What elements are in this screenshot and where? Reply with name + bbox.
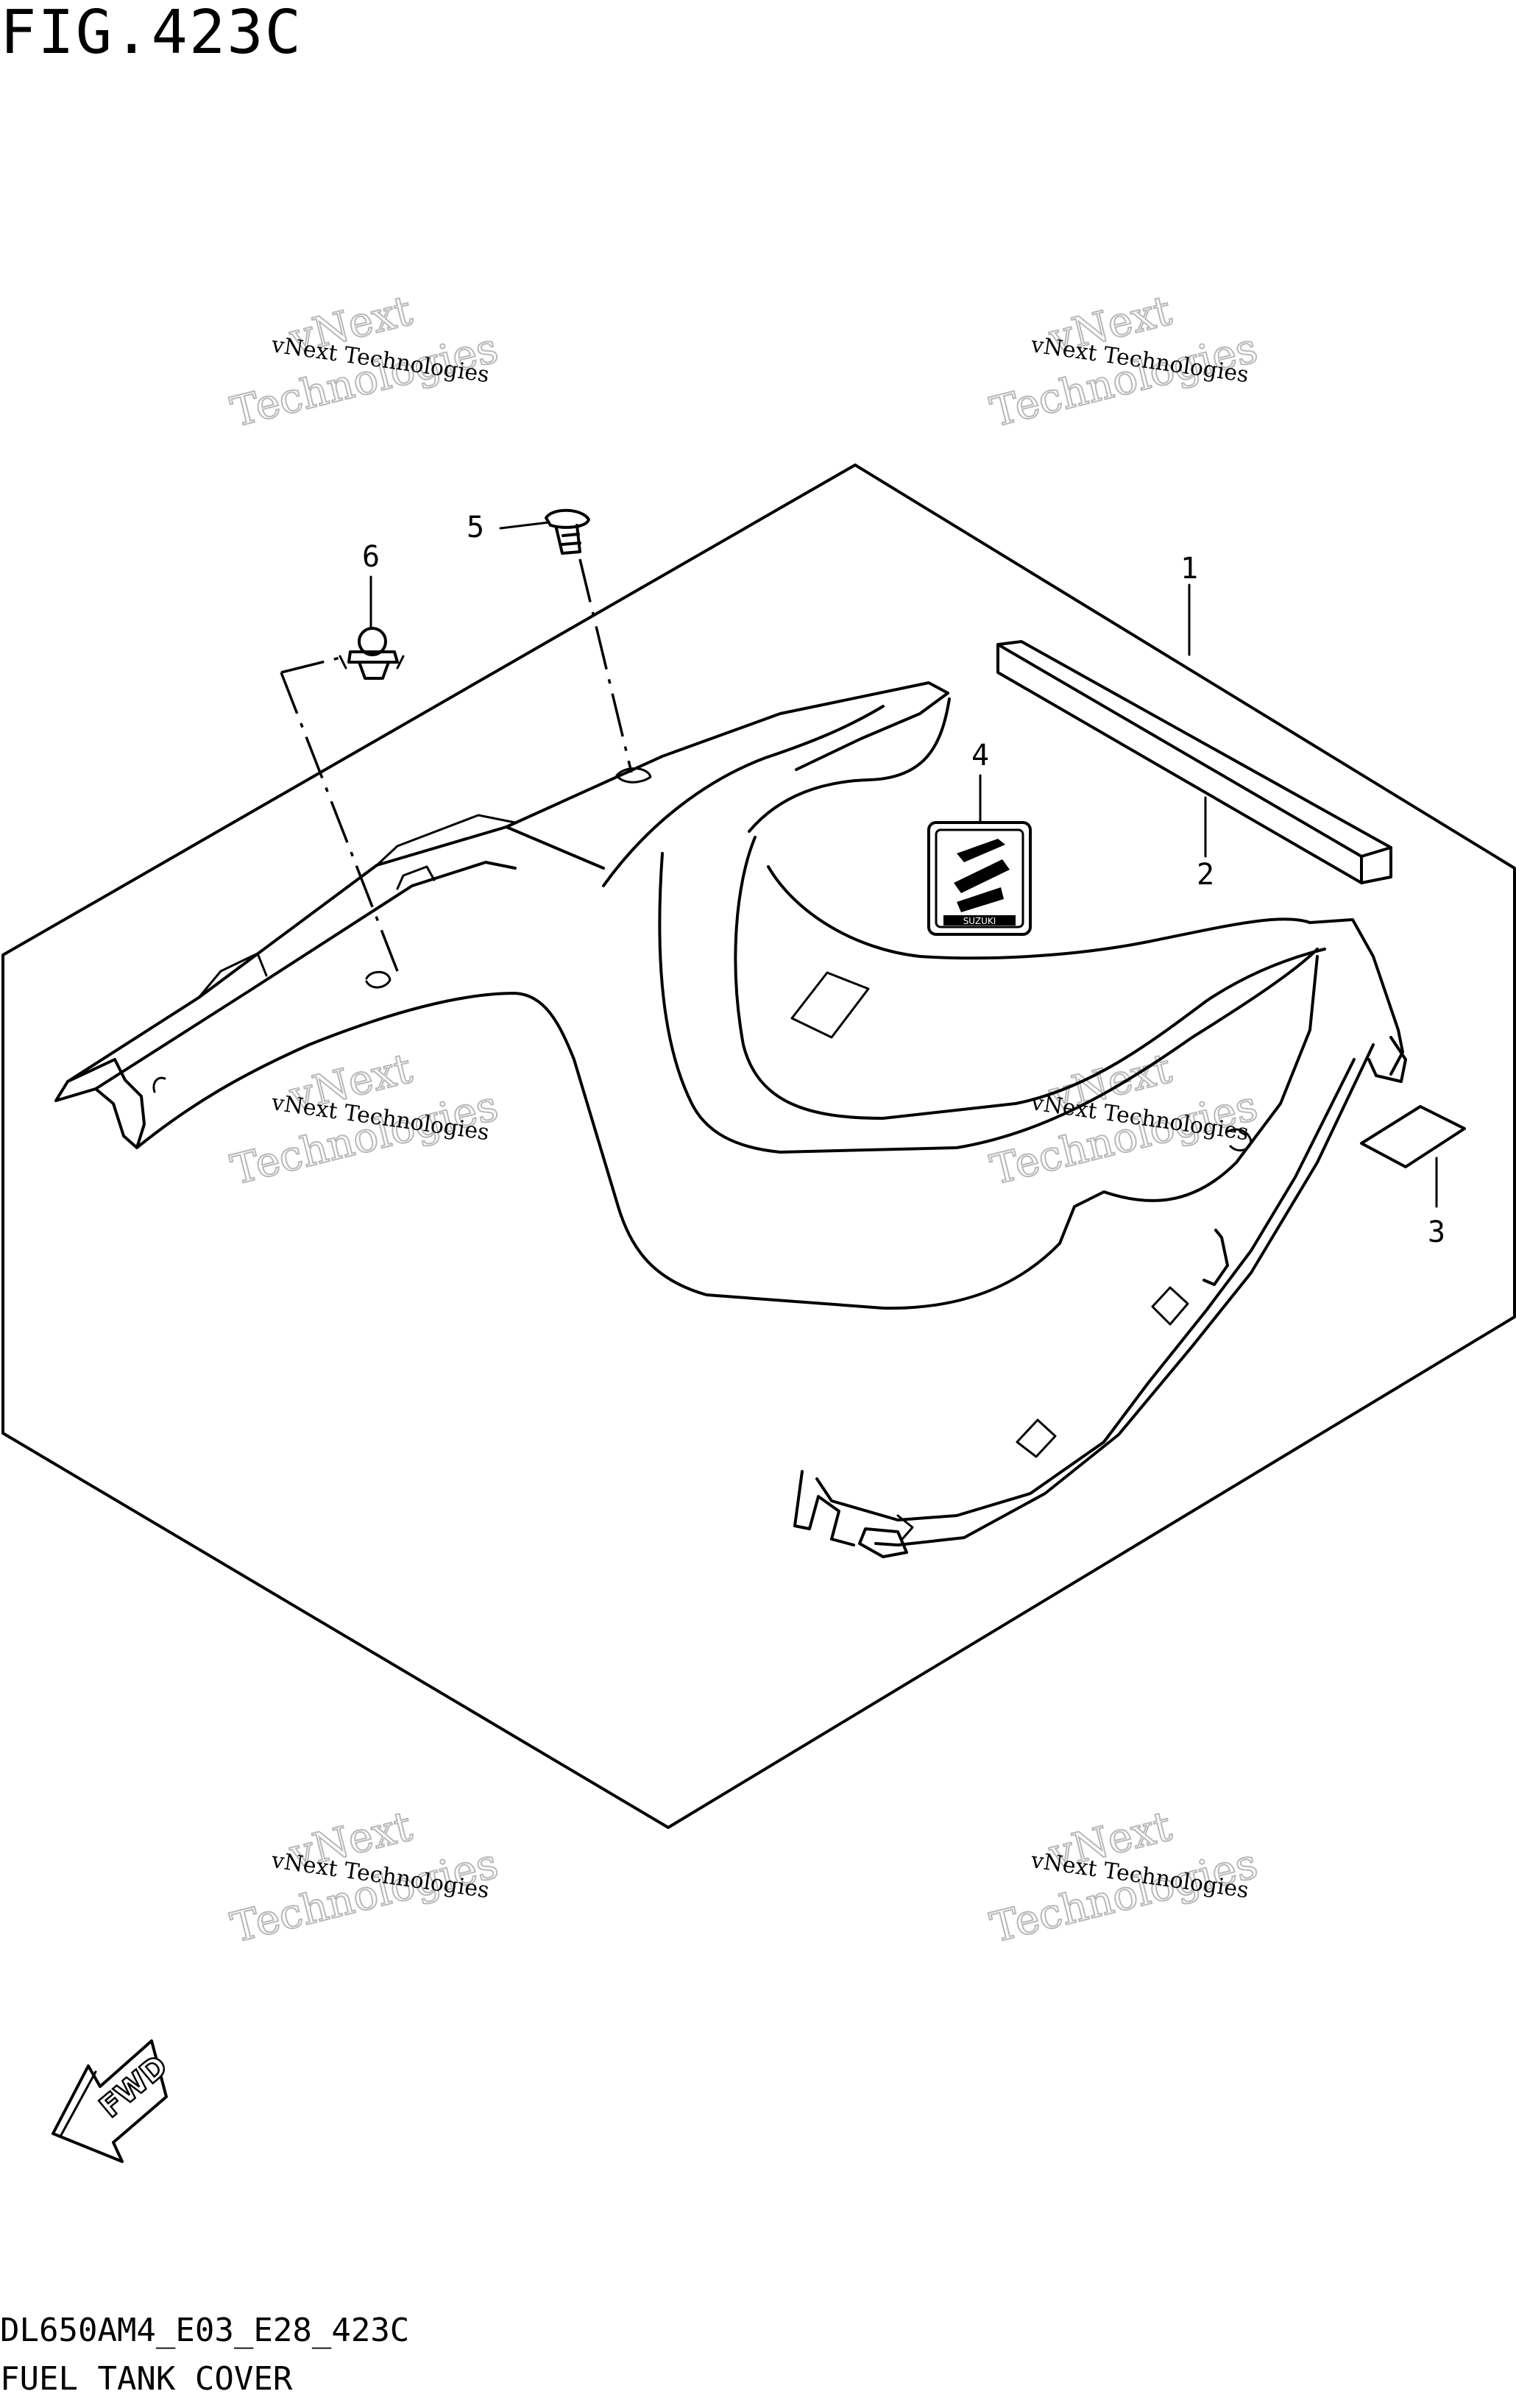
part-3-pad: [1360, 1105, 1466, 1168]
watermark-bottom-left: Technologies vNext vNext Technologies: [226, 1802, 503, 1953]
clip-phantom-line: [280, 656, 399, 972]
watermark-top-right: Technologies vNext vNext Technologies: [985, 286, 1263, 438]
watermark-middle-right: Technologies vNext vNext Technologies: [985, 1044, 1263, 1196]
callout-1: 1: [1180, 552, 1198, 586]
callout-3: 3: [1428, 1215, 1445, 1249]
footer-part-name: FUEL TANK COVER: [0, 2360, 293, 2398]
emblem-text: SUZUKI: [963, 916, 996, 926]
bolt-hole: [615, 767, 652, 784]
clip-hole: [365, 970, 392, 989]
watermark-top-left: Technologies vNext vNext Technologies: [226, 286, 503, 438]
fwd-arrow: FWD: [52, 2039, 175, 2163]
part-2-bar: [996, 640, 1392, 884]
fuel-tank-cover: [54, 681, 1407, 1558]
part-4-emblem: SUZUKI: [927, 821, 1032, 936]
bolt-phantom-line: [578, 558, 633, 773]
callout-2: 2: [1197, 858, 1214, 892]
part-5-bolt: [545, 508, 590, 555]
assembly-boundary: [1, 464, 1516, 1829]
callout-5: 5: [467, 511, 484, 544]
callout-4: 4: [971, 739, 989, 773]
leader-5: [499, 521, 550, 530]
part-6-clip: [339, 627, 405, 680]
callout-6: 6: [362, 540, 380, 574]
fwd-label: FWD: [93, 2049, 174, 2125]
footer-drawing-code: DL650AM4_E03_E28_423C: [0, 2312, 410, 2349]
watermark-bottom-right: Technologies vNext vNext Technologies: [985, 1802, 1263, 1953]
figure-title: FIG.423C: [0, 0, 302, 68]
watermark-middle-left: Technologies vNext vNext Technologies: [226, 1044, 503, 1196]
